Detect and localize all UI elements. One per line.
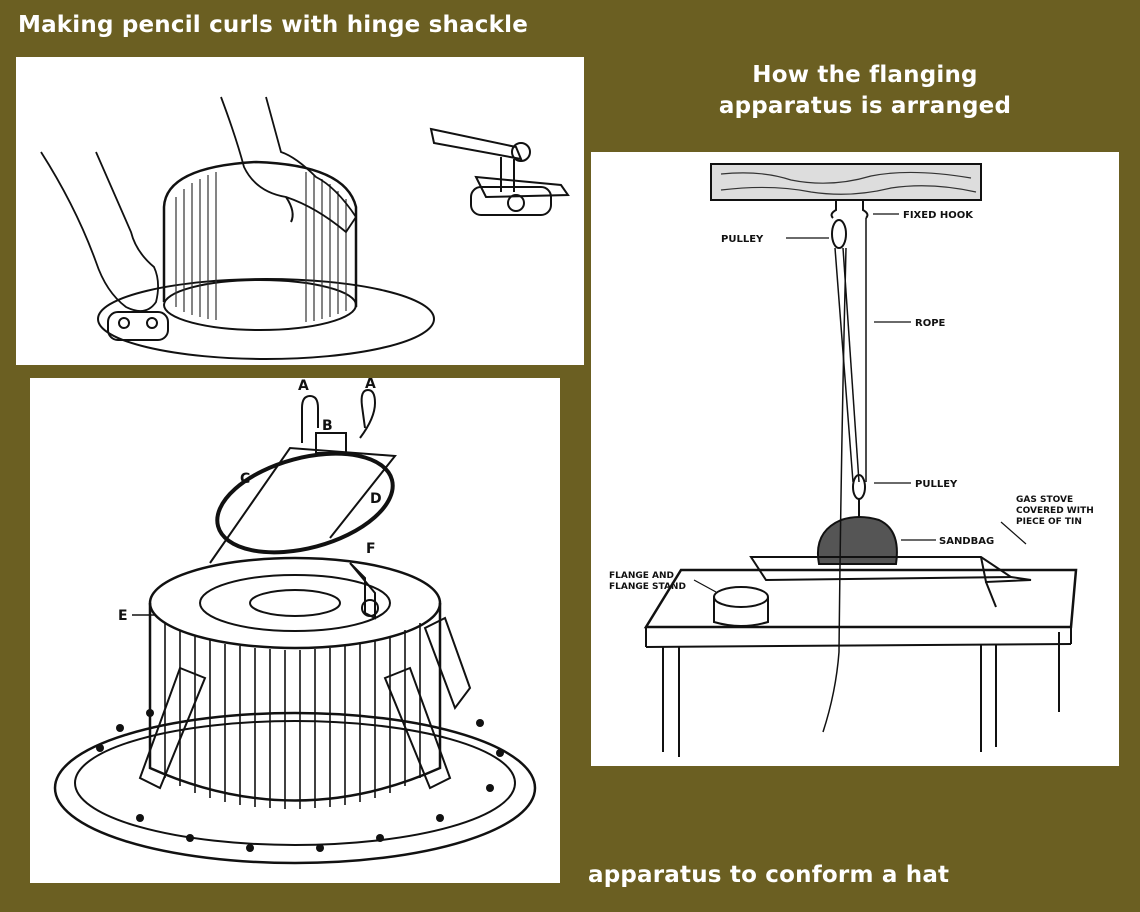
label-flange-2: FLANGE STAND	[609, 582, 686, 592]
hook-a-left	[301, 394, 319, 443]
hat-crown	[162, 160, 358, 307]
label-gas-stove-3: PIECE OF TIN	[1016, 517, 1082, 527]
caption-flanging-apparatus: How the flanging apparatus is arranged	[718, 62, 1012, 119]
shackle-in-use	[107, 311, 169, 341]
caption-conform-hat: apparatus to conform a hat	[588, 862, 950, 888]
label-b: B	[322, 418, 333, 434]
left-hand	[40, 151, 159, 312]
label-pulley-top: PULLEY	[721, 234, 764, 245]
hinge-shackle	[429, 127, 570, 216]
illustration-pencil-curls	[16, 57, 584, 365]
cylinder-top	[148, 556, 442, 650]
lid-ring	[215, 451, 395, 555]
caption-pencil-curls: Making pencil curls with hinge shackle	[18, 12, 529, 38]
label-flange-1: FLANGE AND	[609, 571, 674, 581]
label-pulley-bottom: PULLEY	[915, 479, 958, 490]
illustration-conform-apparatus: A A B C D E F	[30, 378, 560, 883]
hat-brim	[97, 278, 435, 360]
label-gas-stove-1: GAS STOVE	[1016, 495, 1073, 505]
conform-drawing: A A B C D E F	[53, 378, 537, 865]
right-hand	[220, 96, 358, 234]
label-a-left: A	[298, 378, 309, 394]
label-rope: ROPE	[915, 318, 946, 329]
clamp-b	[315, 432, 347, 454]
label-sandbag: SANDBAG	[939, 536, 994, 547]
vertical-bars	[164, 623, 421, 809]
hook-a-right	[359, 388, 377, 439]
label-c: C	[240, 471, 250, 487]
fixed-hook	[862, 200, 869, 219]
label-fixed-hook: FIXED HOOK	[903, 210, 974, 221]
sandbag	[817, 516, 898, 565]
hook-left	[830, 200, 837, 219]
base-plate	[53, 711, 537, 865]
table-top	[643, 568, 1078, 629]
flange-stand	[713, 586, 769, 608]
label-d: D	[370, 491, 382, 507]
illustration-flanging-apparatus: FIXED HOOK PULLEY ROPE PULLEY SANDBAG GA…	[591, 152, 1119, 766]
flanging-drawing: FIXED HOOK PULLEY ROPE PULLEY SANDBAG GA…	[609, 163, 1094, 757]
hat-drawing	[40, 96, 570, 360]
label-e: E	[118, 608, 128, 624]
label-f: F	[366, 541, 376, 557]
label-a-right: A	[365, 378, 376, 392]
label-gas-stove-2: COVERED WITH	[1016, 506, 1094, 516]
pulley-top	[831, 219, 847, 249]
